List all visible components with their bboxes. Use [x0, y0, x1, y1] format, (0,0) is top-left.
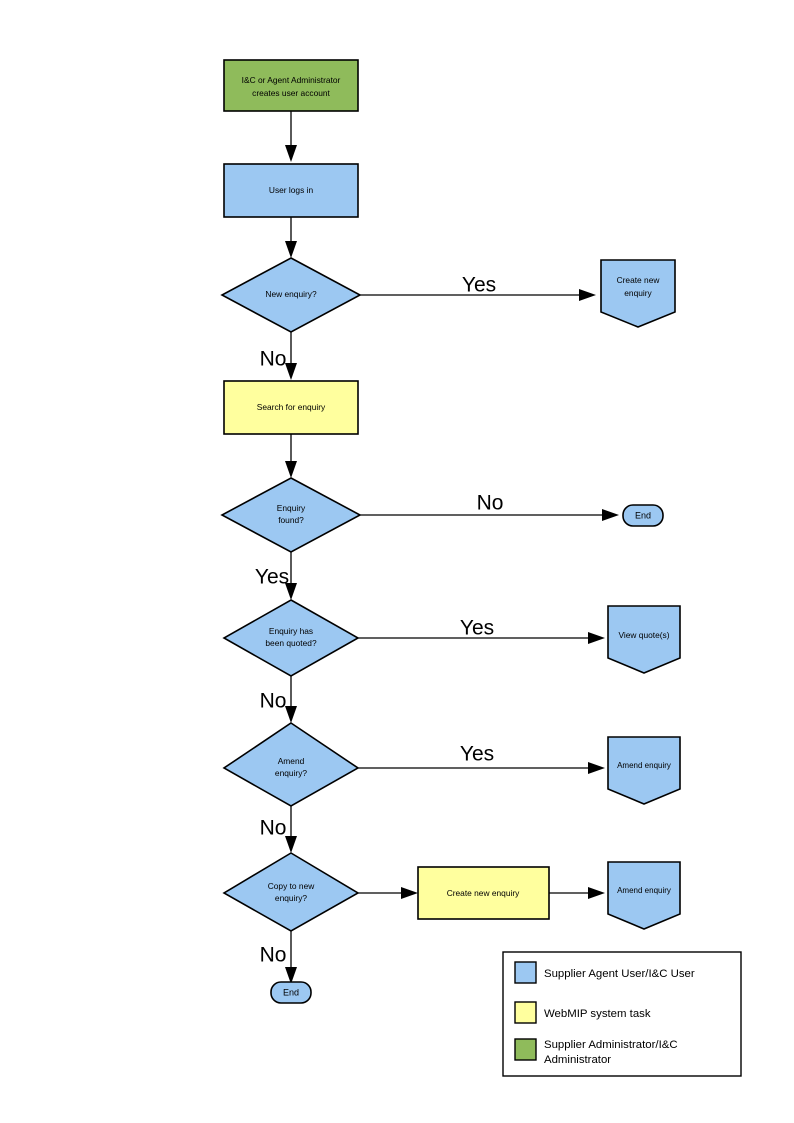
branch-label-new-enquiry-yes: Yes: [462, 274, 496, 297]
edge-copy-no: [285, 930, 297, 984]
branch-label-quoted-no: No: [260, 690, 287, 713]
node-end-not-found[interactable]: End: [622, 504, 664, 527]
edge-search-to-found: [285, 434, 297, 478]
legend-label-supplier-agent-user: Supplier Agent User/I&C User: [544, 968, 695, 980]
edge-new-enquiry-no: [285, 332, 297, 380]
branch-label-amend-yes: Yes: [460, 743, 494, 766]
branch-label-quoted-yes: Yes: [460, 617, 494, 640]
node-label-admin-creates-account-line1: I&C or Agent Administrator: [242, 75, 341, 85]
legend-label-supplier-administrator-line2: Administrator: [544, 1054, 611, 1066]
node-new-enquiry-decision[interactable]: New enquiry?: [220, 257, 362, 333]
node-label-user-logs-in: User logs in: [269, 185, 314, 195]
node-label-create-new-enquiry-top-line2: enquiry: [624, 288, 652, 298]
legend-item-supplier-administrator: Supplier Administrator/I&C Administrator: [514, 1038, 678, 1066]
node-label-amend-enquiry-line2: enquiry?: [275, 768, 307, 778]
legend-label-supplier-administrator-line1: Supplier Administrator/I&C: [544, 1039, 678, 1051]
legend: Supplier Agent User/I&C User WebMIP syst…: [502, 951, 742, 1077]
legend-label-webmip-system-task: WebMIP system task: [544, 1008, 651, 1020]
branch-label-found-yes: Yes: [255, 566, 289, 589]
edge-found-yes: [285, 552, 297, 600]
node-amend-enquiry-doc2[interactable]: Amend enquiry: [607, 861, 681, 930]
node-admin-creates-account[interactable]: I&C or Agent Administrator creates user …: [223, 59, 359, 112]
node-enquiry-found-decision[interactable]: Enquiry found?: [220, 477, 362, 553]
node-create-new-enquiry-top[interactable]: Create new enquiry: [600, 259, 676, 328]
node-label-new-enquiry-decision: New enquiry?: [265, 289, 317, 299]
node-label-enquiry-quoted-line1: Enquiry has: [269, 626, 313, 636]
node-label-enquiry-found-line1: Enquiry: [277, 503, 306, 513]
legend-item-webmip-system-task: WebMIP system task: [514, 1001, 651, 1024]
node-label-search-for-enquiry: Search for enquiry: [257, 402, 326, 412]
node-search-for-enquiry[interactable]: Search for enquiry: [223, 380, 359, 435]
node-user-logs-in[interactable]: User logs in: [223, 163, 359, 218]
node-label-amend-enquiry-line1: Amend: [278, 756, 305, 766]
node-view-quotes[interactable]: View quote(s): [607, 605, 681, 674]
node-label-enquiry-found-line2: found?: [278, 515, 304, 525]
node-label-admin-creates-account-line2: creates user account: [252, 88, 330, 98]
node-label-end-final: End: [283, 987, 299, 997]
node-label-copy-to-new-line2: enquiry?: [275, 893, 307, 903]
node-end-final[interactable]: End: [270, 981, 312, 1004]
node-label-create-new-enquiry-bottom: Create new enquiry: [447, 888, 520, 898]
node-amend-enquiry-decision[interactable]: Amend enquiry?: [222, 722, 360, 807]
edge-found-no: [360, 509, 619, 521]
node-copy-to-new-decision[interactable]: Copy to new enquiry?: [222, 852, 360, 932]
edge-amend-yes: [358, 762, 605, 774]
edge-copy-to-create: [358, 887, 418, 899]
node-label-amend-enquiry-doc: Amend enquiry: [617, 761, 671, 770]
edge-amend-no: [285, 805, 297, 853]
branch-label-new-enquiry-no: No: [260, 348, 287, 371]
branch-label-copy-no: No: [260, 944, 287, 967]
edge-quoted-no: [285, 675, 297, 723]
node-enquiry-quoted-decision[interactable]: Enquiry has been quoted?: [222, 599, 360, 677]
edge-admin-to-login: [285, 111, 297, 162]
node-amend-enquiry-doc[interactable]: Amend enquiry: [607, 736, 681, 805]
branch-label-found-no: No: [477, 492, 504, 515]
node-label-end-not-found: End: [635, 510, 651, 520]
node-label-copy-to-new-line1: Copy to new: [268, 881, 316, 891]
edge-create-to-amend2: [549, 887, 605, 899]
legend-item-supplier-agent-user: Supplier Agent User/I&C User: [514, 961, 695, 984]
node-label-enquiry-quoted-line2: been quoted?: [265, 638, 317, 648]
edge-login-to-new-enquiry: [285, 217, 297, 258]
node-label-view-quotes: View quote(s): [618, 630, 669, 640]
edge-quoted-yes: [358, 632, 605, 644]
edge-new-enquiry-yes: [360, 289, 596, 301]
node-label-amend-enquiry-doc2: Amend enquiry: [617, 886, 671, 895]
branch-label-amend-no: No: [260, 817, 287, 840]
node-label-create-new-enquiry-top-line1: Create new: [617, 275, 661, 285]
node-create-new-enquiry-bottom[interactable]: Create new enquiry: [417, 866, 550, 920]
